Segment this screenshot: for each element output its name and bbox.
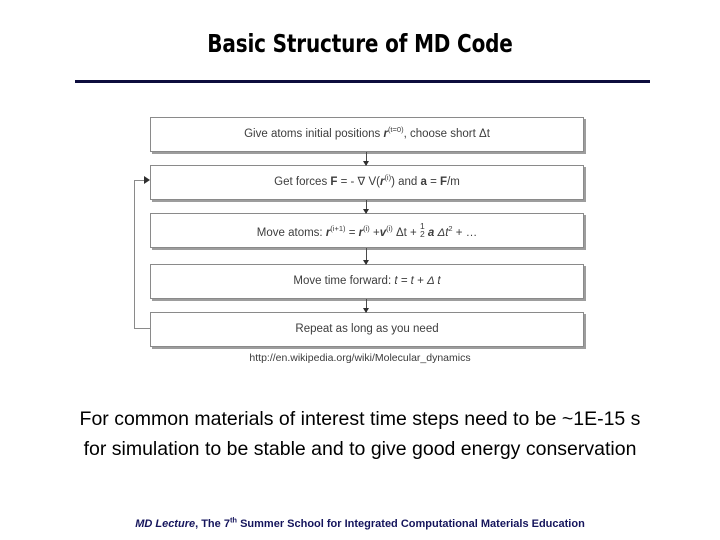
connector-arrow-1 (363, 152, 369, 166)
superscript-i-a: (i) (363, 223, 370, 233)
body-line-2: for simulation to be stable and to give … (83, 438, 637, 460)
footer-middle-text: , The 7 (195, 518, 230, 530)
flowchart-box-get-forces: Get forces F = - ∇ V(r(i)) and a = F/m (150, 165, 584, 200)
feedback-loop-arrowhead-icon (144, 176, 150, 184)
feedback-loop-bottom-segment (134, 328, 151, 329)
slide-footer: MD Lecture, The 7th Summer School for In… (0, 515, 720, 530)
source-url-caption: http://en.wikipedia.org/wiki/Molecular_d… (249, 352, 471, 364)
page-title: Basic Structure of MD Code (207, 29, 513, 58)
superscript-t0: (t=0) (387, 124, 404, 134)
md-algorithm-flowchart: Give atoms initial positions r(t=0), cho… (130, 112, 590, 352)
flowchart-box-5-text: Repeat as long as you need (295, 322, 439, 335)
body-paragraph: For common materials of interest time st… (10, 404, 710, 464)
superscript-i: (i) (384, 172, 392, 182)
feedback-loop-top-segment (134, 180, 146, 181)
flowchart-box-1-text: Give atoms initial positions r(t=0), cho… (244, 124, 490, 140)
flowchart-box-initial-positions: Give atoms initial positions r(t=0), cho… (150, 117, 584, 152)
flowchart-box-2-text: Get forces F = - ∇ V(r(i)) and a = F/m (274, 172, 460, 188)
superscript-i-plus-1: (i+1) (330, 223, 346, 233)
flowchart-box-move-time-forward: Move time forward: t = t + Δ t (150, 264, 584, 299)
connector-arrow-4 (363, 299, 369, 313)
footer-lecture-title: MD Lecture (135, 518, 196, 530)
body-line-1: For common materials of interest time st… (79, 408, 641, 430)
superscript-i-b: (i) (386, 223, 393, 233)
flowchart-box-repeat: Repeat as long as you need (150, 312, 584, 347)
footer-ordinal-suffix: th (229, 515, 238, 525)
connector-arrow-3 (363, 248, 369, 265)
superscript-squared: 2 (448, 223, 453, 233)
footer-tail-text: Summer School for Integrated Computation… (237, 518, 585, 530)
flowchart-box-4-text: Move time forward: t = t + Δ t (293, 274, 441, 287)
title-divider-rule (75, 80, 650, 83)
connector-arrow-2 (363, 200, 369, 214)
feedback-loop-vertical-segment (134, 180, 135, 328)
